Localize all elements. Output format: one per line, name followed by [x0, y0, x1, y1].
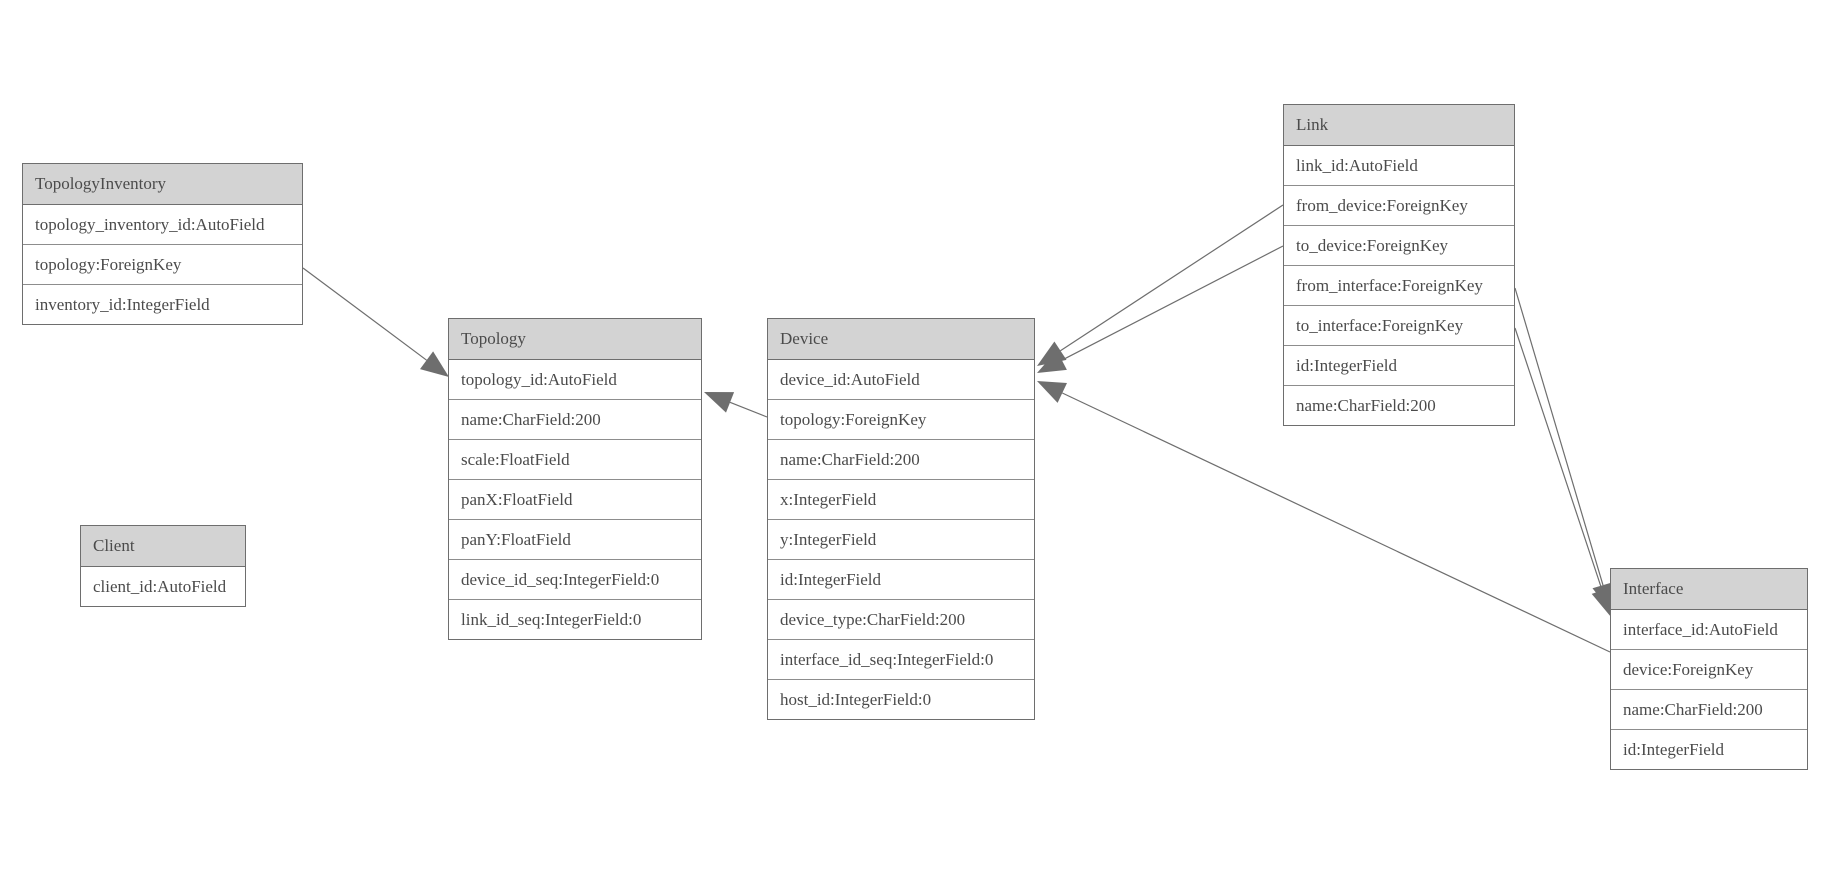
entity-field-row: topology_inventory_id:AutoField [23, 205, 302, 245]
arrowhead-icon [704, 392, 735, 413]
relationship-link-from_interface-to-interface [1514, 287, 1614, 612]
arrowhead-icon [1037, 341, 1067, 366]
entity-field-row: name:CharField:200 [768, 440, 1034, 480]
relationship-line [1514, 327, 1603, 591]
relationship-line [302, 267, 427, 361]
entity-field-row: name:CharField:200 [1284, 386, 1514, 425]
entity-field-row: panY:FloatField [449, 520, 701, 560]
relationship-link-to_interface-to-interface [1514, 327, 1613, 617]
entity-field-row: host_id:IntegerField:0 [768, 680, 1034, 719]
entity-field-row: x:IntegerField [768, 480, 1034, 520]
entity-field-row: to_device:ForeignKey [1284, 226, 1514, 266]
entity-field-row: topology:ForeignKey [768, 400, 1034, 440]
entity-field-row: id:IntegerField [1284, 346, 1514, 386]
entity-field-row: topology_id:AutoField [449, 360, 701, 400]
relationship-line [1062, 392, 1611, 653]
entity-field-row: link_id:AutoField [1284, 146, 1514, 186]
entity-field-row: link_id_seq:IntegerField:0 [449, 600, 701, 639]
entity-field-row: interface_id:AutoField [1611, 610, 1807, 650]
entity-field-row: y:IntegerField [768, 520, 1034, 560]
relationship-link-from_device-to-device [1037, 204, 1284, 366]
entity-title: Client [81, 526, 245, 567]
entity-field-row: panX:FloatField [449, 480, 701, 520]
relationship-line [1060, 204, 1284, 352]
entity-field-row: name:CharField:200 [1611, 690, 1807, 730]
entity-field-row: device:ForeignKey [1611, 650, 1807, 690]
entity-title: Device [768, 319, 1034, 360]
entity-field-row: name:CharField:200 [449, 400, 701, 440]
relationship-device-topology-to-topology [704, 392, 768, 418]
entity-field-row: device_id_seq:IntegerField:0 [449, 560, 701, 600]
entity-field-row: inventory_id:IntegerField [23, 285, 302, 324]
relationship-link-to_device-to-device [1037, 245, 1284, 373]
entity-field-row: id:IntegerField [768, 560, 1034, 600]
relationship-line [1514, 287, 1604, 586]
entity-field-row: from_interface:ForeignKey [1284, 266, 1514, 306]
entity-field-row: topology:ForeignKey [23, 245, 302, 285]
arrowhead-icon [1037, 350, 1067, 373]
entity-field-row: to_interface:ForeignKey [1284, 306, 1514, 346]
entity-field-row: device_type:CharField:200 [768, 600, 1034, 640]
entity-field-row: from_device:ForeignKey [1284, 186, 1514, 226]
relationship-line [1061, 245, 1284, 361]
entity-field-row: interface_id_seq:IntegerField:0 [768, 640, 1034, 680]
entity-field-row: device_id:AutoField [768, 360, 1034, 400]
entity-field-row: scale:FloatField [449, 440, 701, 480]
relationship-line [729, 401, 768, 418]
entity-title: TopologyInventory [23, 164, 302, 205]
entity-field-row: client_id:AutoField [81, 567, 245, 606]
entity-field-row: id:IntegerField [1611, 730, 1807, 769]
entity-title: Interface [1611, 569, 1807, 610]
arrowhead-icon [420, 351, 449, 377]
entity-title: Link [1284, 105, 1514, 146]
entity-title: Topology [449, 319, 701, 360]
relationship-topologyinventory-topology-to-topology [302, 267, 449, 377]
arrowhead-icon [1037, 381, 1067, 403]
